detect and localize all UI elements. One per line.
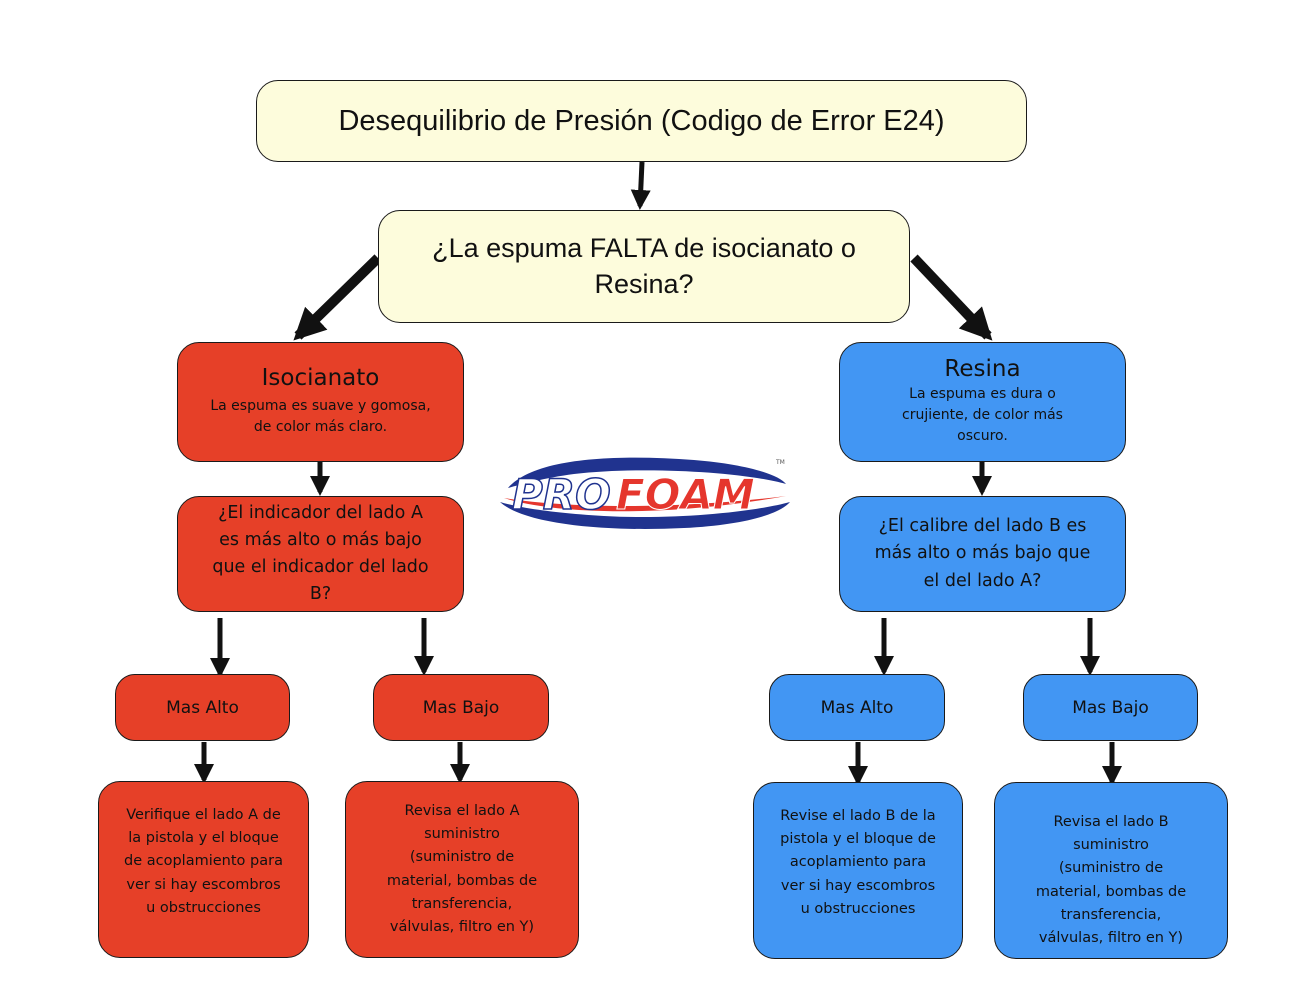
arrow-title-to-question xyxy=(630,161,651,210)
resina-desc-line: La espuma es dura o xyxy=(909,386,1056,403)
right-high-action-line: pistola y el bloque de xyxy=(780,831,936,848)
logo-swoosh-bottom xyxy=(500,502,790,529)
right-high-action-line: acoplamiento para xyxy=(789,854,927,871)
left-question-box: ¿El indicador del lado A es más alto o m… xyxy=(177,496,464,612)
logo-text-foam: FOAM xyxy=(616,470,755,519)
logo-text-pro: PRO xyxy=(512,470,611,519)
left-question-line: ¿El indicador del lado A xyxy=(218,502,423,523)
right-low-action-line: material, bombas de xyxy=(1035,883,1187,900)
left-high-action-line: de acoplamiento para xyxy=(124,853,283,870)
title-box: Desequilibrio de Presión (Codigo de Erro… xyxy=(256,80,1027,162)
left-low-box: Mas Bajo xyxy=(373,674,549,741)
right-high-box: Mas Alto xyxy=(769,674,945,741)
left-question-line: es más alto o más bajo xyxy=(219,529,422,550)
left-low-action-box: Revisa el lado A suministro (suministro … xyxy=(345,781,579,958)
resina-desc-line: crujiente, de color más xyxy=(902,407,1063,424)
main-question-line: ¿La espuma FALTA de isocianato o xyxy=(432,233,856,264)
left-low-action-line: material, bombas de xyxy=(386,872,538,889)
right-high-label: Mas Alto xyxy=(820,697,894,718)
right-low-action-line: (suministro de xyxy=(1058,860,1164,877)
right-question-line: el del lado A? xyxy=(923,570,1042,591)
right-low-action-box: Revisa el lado B suministro (suministro … xyxy=(994,782,1228,959)
left-low-action-line: (suministro de xyxy=(409,849,515,866)
isocianato-desc-line: de color más claro. xyxy=(253,418,388,435)
right-question-line: más alto o más bajo que xyxy=(874,543,1091,564)
left-question-line: B? xyxy=(309,584,332,605)
left-high-action-line: Verifique el lado A de xyxy=(126,807,281,823)
right-low-box: Mas Bajo xyxy=(1023,674,1198,741)
resina-box: Resina La espuma es dura o crujiente, de… xyxy=(839,342,1126,462)
logo-trademark: TM xyxy=(775,459,785,466)
arrow-question-to-isocianato xyxy=(293,254,382,341)
main-question-line: Resina? xyxy=(594,268,694,299)
left-high-action-line: u obstrucciones xyxy=(146,899,261,916)
left-low-action-line: transferencia, xyxy=(411,895,513,912)
diagram-title: Desequilibrio de Presión (Codigo de Erro… xyxy=(338,104,945,137)
right-low-action-line: Revisa el lado B xyxy=(1053,814,1169,830)
left-low-action-line: válvulas, filtro en Y) xyxy=(389,918,535,935)
logo-swoosh-stripe xyxy=(504,496,786,512)
right-high-action-line: Revise el lado B de la xyxy=(780,808,936,824)
resina-heading: Resina xyxy=(944,355,1021,382)
left-high-label: Mas Alto xyxy=(166,697,239,718)
profoam-logo: PRO FOAM TM xyxy=(500,457,790,529)
right-low-action-line: suministro xyxy=(1073,837,1149,854)
right-low-action-line: transferencia, xyxy=(1060,906,1162,923)
left-low-action-line: Revisa el lado A xyxy=(404,803,520,819)
left-question-line: que el indicador del lado xyxy=(212,557,429,577)
left-high-action-box: Verifique el lado A de la pistola y el b… xyxy=(98,781,309,958)
left-high-box: Mas Alto xyxy=(115,674,290,741)
resina-desc-line: oscuro. xyxy=(957,428,1008,445)
left-high-action-line: ver si hay escombros xyxy=(126,876,281,893)
right-high-action-line: u obstrucciones xyxy=(800,900,916,917)
right-high-action-box: Revise el lado B de la pistola y el bloq… xyxy=(753,782,963,959)
right-question-line: ¿El calibre del lado B es xyxy=(878,516,1087,537)
main-question-box: ¿La espuma FALTA de isocianato o Resina? xyxy=(378,210,910,323)
left-low-action-line: suministro xyxy=(424,826,500,843)
isocianato-desc-line: La espuma es suave y gomosa, xyxy=(210,397,431,414)
right-low-action-line: válvulas, filtro en Y) xyxy=(1038,929,1184,946)
left-low-label: Mas Bajo xyxy=(422,697,500,718)
right-low-label: Mas Bajo xyxy=(1072,697,1149,718)
isocianato-heading: Isocianato xyxy=(261,365,380,392)
left-high-action-line: la pistola y el bloque xyxy=(128,830,279,847)
right-question-box: ¿El calibre del lado B es más alto o más… xyxy=(839,496,1126,612)
arrow-question-to-resina xyxy=(910,254,993,341)
isocianato-box: Isocianato La espuma es suave y gomosa, … xyxy=(177,342,464,462)
logo-swoosh-top xyxy=(508,457,786,488)
right-high-action-line: ver si hay escombros xyxy=(780,877,936,894)
